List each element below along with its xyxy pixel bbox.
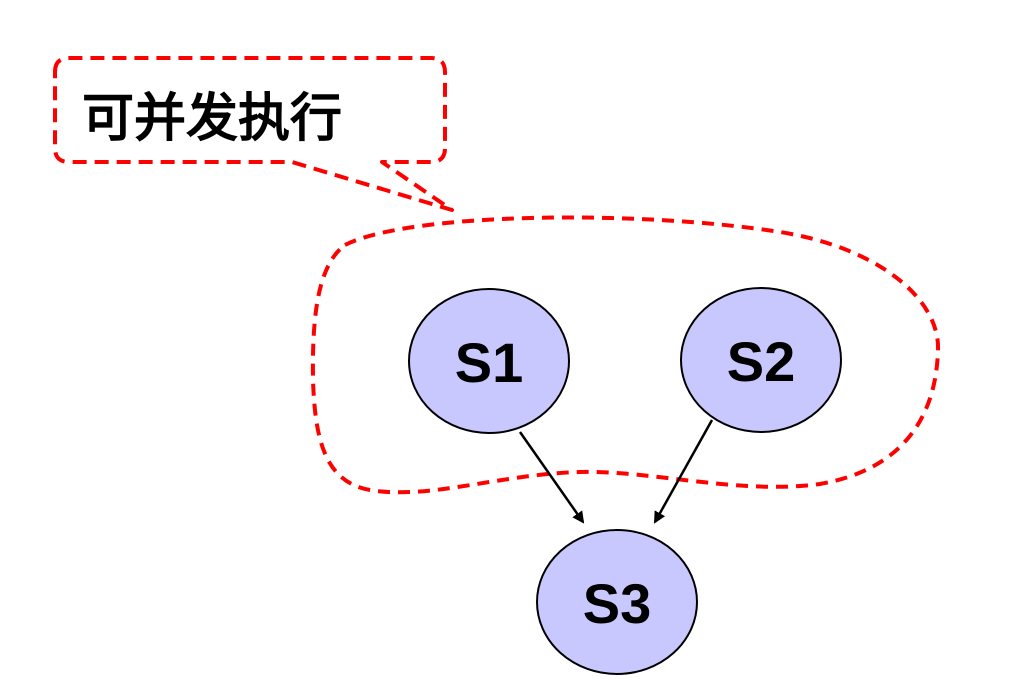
concurrency-group-outline (310, 215, 941, 495)
node-s1: S1 (408, 288, 570, 434)
callout: 可并发执行 (53, 56, 454, 212)
node-s3: S3 (536, 529, 698, 675)
callout-border (53, 56, 454, 212)
node-s2-shape (680, 287, 842, 433)
node-s3-label: S3 (583, 572, 652, 635)
edge-s2-s3 (653, 419, 714, 524)
node-s2: S2 (680, 287, 842, 433)
node-s3-shape (536, 529, 698, 675)
node-s1-label: S1 (455, 331, 524, 394)
node-s2-label: S2 (727, 330, 796, 393)
callout-text: 可并发执行 (82, 89, 342, 149)
edge-s1-s3 (518, 431, 585, 524)
node-s1-shape (408, 288, 570, 434)
